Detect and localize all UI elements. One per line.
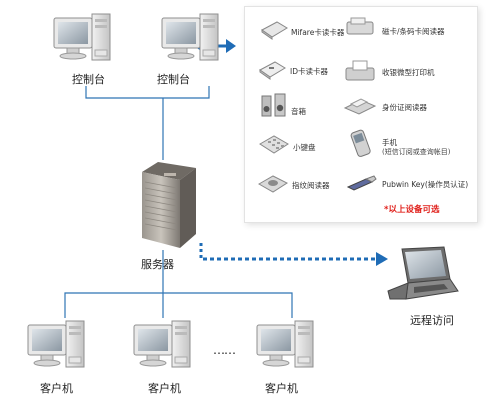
console-label: 控制台 — [157, 73, 190, 86]
usb-key-icon — [346, 175, 377, 191]
speaker-icon — [261, 93, 286, 117]
optional-note: *以上设备可选 — [384, 205, 440, 215]
magnetic-barcode-reader-icon — [346, 17, 374, 35]
mobile-phone-icon — [350, 129, 371, 157]
ellipsis: …… — [213, 343, 236, 357]
monitor-icon — [161, 13, 219, 61]
client-label: 客户机 — [148, 382, 181, 395]
device-label: 小键盘 — [293, 143, 316, 152]
monitor-icon — [27, 320, 85, 368]
laptop-icon — [387, 246, 459, 300]
device-label: 指纹阅读器 — [292, 181, 330, 190]
device-label: 收银微型打印机 — [382, 68, 435, 77]
server-label: 服务器 — [141, 258, 174, 271]
fingerprint-reader-icon — [257, 175, 289, 193]
client-label: 客户机 — [40, 382, 73, 395]
console-label: 控制台 — [72, 73, 105, 86]
device-label: 身份证阅读器 — [382, 103, 427, 112]
device-label: Pubwin Key(操作员认证) — [382, 180, 469, 189]
server-icon — [142, 162, 196, 248]
device-label-text: 手机 — [382, 138, 397, 147]
id-scanner-icon — [343, 98, 377, 115]
remote-dotted-arrow — [199, 243, 388, 266]
device-label: ID卡读卡器 — [290, 67, 328, 76]
monitor-icon — [133, 320, 191, 368]
device-label: 音箱 — [291, 107, 306, 116]
client-label: 客户机 — [265, 382, 298, 395]
remote-access-label: 远程访问 — [410, 314, 454, 327]
receipt-printer-icon — [345, 60, 375, 81]
device-label: Mifare卡读卡器 — [291, 28, 345, 37]
device-note: (短信订阅或查询帐目) — [382, 147, 451, 156]
device-label: 磁卡/条码卡阅读器 — [382, 27, 445, 36]
device-label: 手机 (短信订阅或查询帐目) — [382, 138, 451, 156]
monitor-icon — [256, 320, 314, 368]
id-card-reader-icon — [259, 61, 286, 80]
optional-devices-panel: Mifare卡读卡器 磁卡/条码卡阅读器 ID卡读卡器 收银微型打印机 音箱 身… — [244, 6, 478, 223]
keypad-icon — [259, 135, 289, 154]
monitor-icon — [53, 13, 111, 61]
mifare-card-reader-icon — [261, 21, 288, 40]
